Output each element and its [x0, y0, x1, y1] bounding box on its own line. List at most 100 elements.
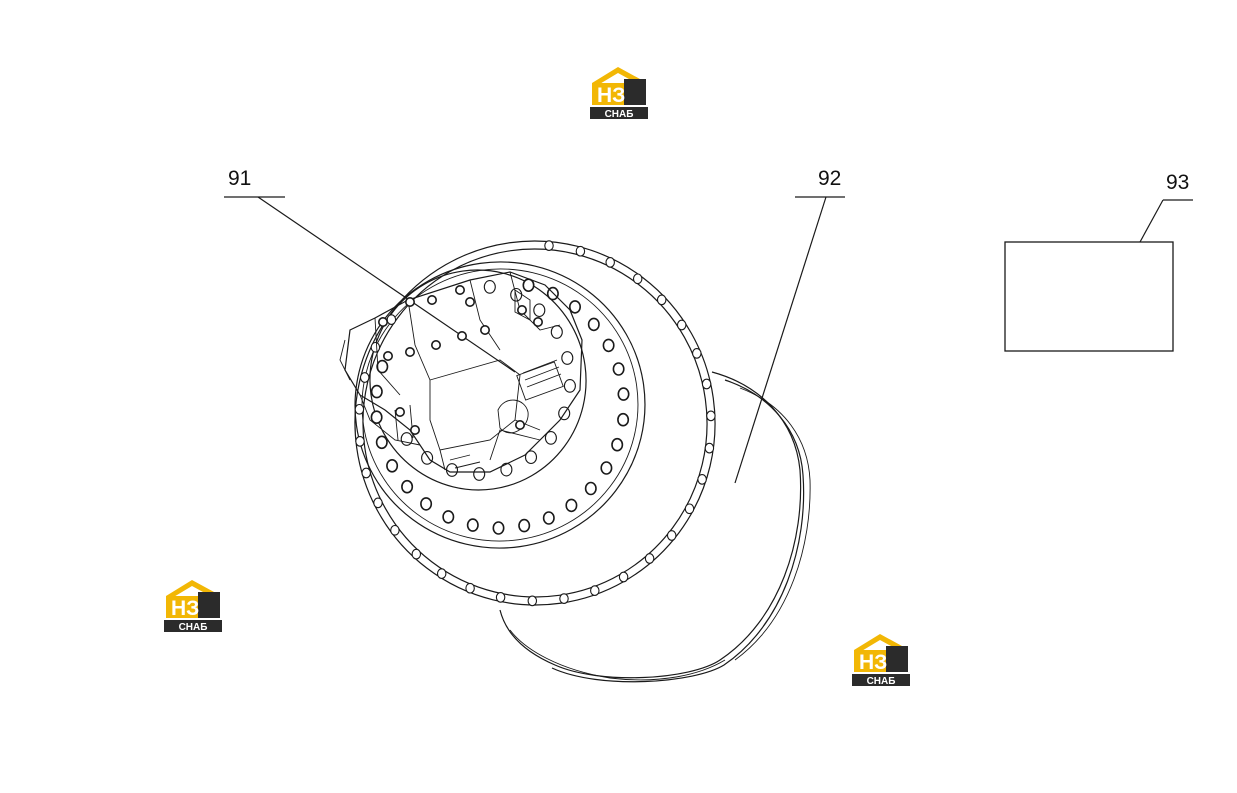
bolt-hole: [563, 379, 576, 393]
bolt-hole: [386, 458, 399, 473]
bolt-hole: [436, 568, 447, 579]
bolt-hole: [420, 497, 433, 511]
bolt-hole: [605, 257, 615, 268]
callout-93-leader: [1139, 199, 1193, 243]
bolt-hole: [359, 372, 370, 383]
flange-bolts-inner: [400, 280, 576, 481]
bolt-hole: [575, 245, 586, 257]
logo-caption: СНАБ: [179, 622, 208, 632]
part-93-box: [1004, 241, 1174, 352]
bolt-hole: [373, 497, 383, 509]
watermark-logo-left: НЗ СНАБ: [162, 576, 222, 632]
callout-91-leader: [224, 196, 516, 373]
logo-caption: СНАБ: [605, 109, 634, 119]
bolt-hole: [617, 387, 630, 401]
logo-letters: НЗ: [171, 597, 199, 620]
bolt-hole: [550, 325, 563, 339]
bolt-hole: [617, 412, 630, 427]
watermark-logo-right: НЗ СНАБ: [850, 630, 910, 686]
bolt-hole: [611, 437, 624, 452]
bolt-hole: [483, 280, 496, 294]
bolt-hole: [421, 451, 434, 465]
bolt-hole: [375, 435, 388, 450]
bolt-hole: [527, 595, 538, 607]
bolt-hole: [370, 341, 381, 353]
motor-bolt: [404, 296, 415, 307]
bolt-hole: [354, 403, 365, 415]
bolt-hole: [612, 362, 625, 376]
bolt-hole: [587, 317, 600, 332]
bolt-hole: [692, 348, 702, 359]
bolt-hole: [445, 463, 459, 477]
part-92-final-drive: [354, 240, 811, 683]
motor-bolt: [404, 346, 415, 357]
bolt-hole: [386, 314, 397, 325]
bolt-hole: [701, 378, 712, 390]
bolt-hole: [473, 467, 486, 481]
bolt-hole: [376, 359, 389, 374]
bolt-hole: [632, 273, 643, 285]
logo-caption-bar: [164, 620, 222, 632]
bolt-hole: [684, 503, 695, 515]
bolt-hole: [704, 442, 715, 454]
flange-bolts-outer: [354, 240, 716, 607]
bolt-hole: [542, 511, 555, 525]
bolt-hole: [518, 518, 531, 533]
bolt-hole: [390, 524, 400, 536]
motor-bolt: [454, 284, 465, 295]
bolt-hole: [411, 548, 422, 560]
motor-bolt: [479, 324, 490, 335]
bolt-hole: [676, 319, 687, 331]
logo-letters: НЗ: [597, 84, 625, 107]
bolt-hole: [401, 479, 414, 494]
motor-bolt: [382, 350, 393, 361]
callout-92-leader: [734, 196, 845, 484]
bolt-hole: [370, 384, 383, 399]
motor-bolts: [377, 284, 543, 435]
bolt-hole: [465, 582, 475, 594]
bolt-hole: [697, 474, 707, 485]
bolt-hole: [644, 553, 655, 564]
logo-caption: СНАБ: [867, 676, 896, 686]
callout-91-label: 91: [228, 167, 252, 190]
logo-dark-block: [886, 646, 908, 672]
bolt-hole: [618, 571, 629, 583]
motor-bolt: [377, 316, 388, 327]
bolt-hole: [602, 338, 615, 353]
logo-caption-bar: [590, 107, 648, 119]
bolt-hole: [361, 467, 371, 479]
bolt-hole: [568, 300, 581, 314]
bolt-hole: [559, 593, 569, 604]
bolt-hole: [355, 436, 365, 447]
bolt-hole: [522, 278, 535, 293]
bolt-hole: [584, 481, 597, 496]
bolt-hole: [466, 518, 479, 532]
motor-bolt: [532, 316, 543, 327]
flange-bolts-middle: [370, 278, 630, 535]
bolt-hole: [442, 510, 455, 524]
bolt-hole: [666, 530, 677, 541]
logo-roof-shape: [592, 67, 640, 85]
logo-letters: НЗ: [859, 651, 887, 674]
bolt-hole: [370, 410, 383, 425]
bolt-hole: [706, 410, 716, 422]
bolt-hole: [533, 303, 546, 318]
bolt-hole: [656, 294, 667, 306]
callout-92-label: 92: [818, 167, 842, 190]
bolt-hole: [590, 585, 600, 596]
motor-bolt: [430, 339, 441, 350]
motor-bolt: [456, 330, 467, 341]
logo-caption-bar: [852, 674, 910, 686]
bolt-hole: [561, 351, 574, 365]
part-91-motor-valve-block: [339, 271, 583, 473]
bolt-hole: [600, 461, 613, 475]
logo-roof-shape: [854, 634, 902, 652]
motor-bolt: [394, 406, 405, 417]
motor-bolt: [464, 296, 475, 307]
watermark-logo-top: НЗ СНАБ: [588, 63, 648, 119]
callout-93-label: 93: [1166, 171, 1190, 194]
bolt-hole: [500, 462, 513, 477]
bolt-hole: [565, 498, 578, 513]
